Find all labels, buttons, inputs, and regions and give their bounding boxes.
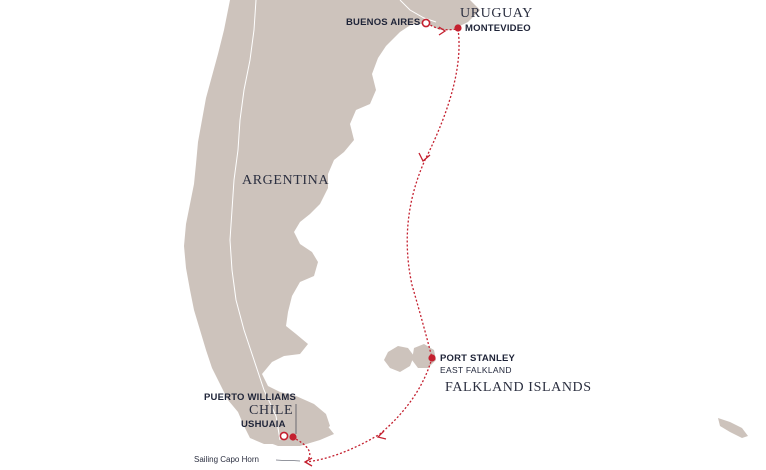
cruise-route — [291, 22, 460, 463]
border-argentina-chile — [229, 0, 281, 441]
label-falkland-islands: FALKLAND ISLANDS — [445, 380, 592, 395]
route-segment-cape-horn-ushuaia — [291, 436, 311, 463]
landmass-tierra-del-fuego — [256, 414, 334, 446]
marker-port-stanley — [428, 354, 436, 362]
route-arrow-1 — [438, 26, 447, 36]
label-east-falkland: EAST FALKLAND — [440, 365, 512, 375]
route-arrows — [303, 26, 447, 467]
landmass-falklands-west — [384, 346, 414, 372]
marker-ushuaia — [279, 431, 289, 441]
label-sailing-cape-horn: Sailing Capo Horn — [194, 455, 259, 464]
label-uruguay: URUGUAY — [460, 6, 533, 21]
label-montevideo: MONTEVIDEO — [465, 23, 531, 34]
route-segment-buenos-aires-montevideo — [426, 22, 458, 31]
label-buenos-aires: BUENOS AIRES — [346, 17, 421, 28]
label-argentina: ARGENTINA — [242, 173, 330, 188]
route-arrow-2 — [418, 152, 431, 163]
landmass-south-georgia — [718, 418, 748, 438]
route-segment-port-stanley-cape-horn — [305, 357, 433, 463]
label-puerto-williams: PUERTO WILLIAMS — [204, 392, 297, 403]
label-ushuaia: USHUAIA — [241, 419, 286, 430]
route-arrow-4 — [303, 457, 313, 467]
route-arrow-3 — [376, 430, 387, 440]
landmass-falklands-east — [412, 344, 436, 368]
cape-horn-leader — [275, 459, 301, 462]
landmass-south-america — [184, 0, 480, 444]
route-segment-montevideo-port-stanley — [406, 28, 460, 359]
label-chile: CHILE — [249, 403, 294, 418]
marker-puerto-williams — [289, 433, 297, 441]
marker-montevideo — [454, 24, 462, 32]
borders — [229, 0, 437, 441]
label-port-stanley: PORT STANLEY — [440, 353, 516, 364]
marker-buenos-aires — [421, 18, 431, 28]
border-argentina-uruguay — [399, 0, 437, 23]
